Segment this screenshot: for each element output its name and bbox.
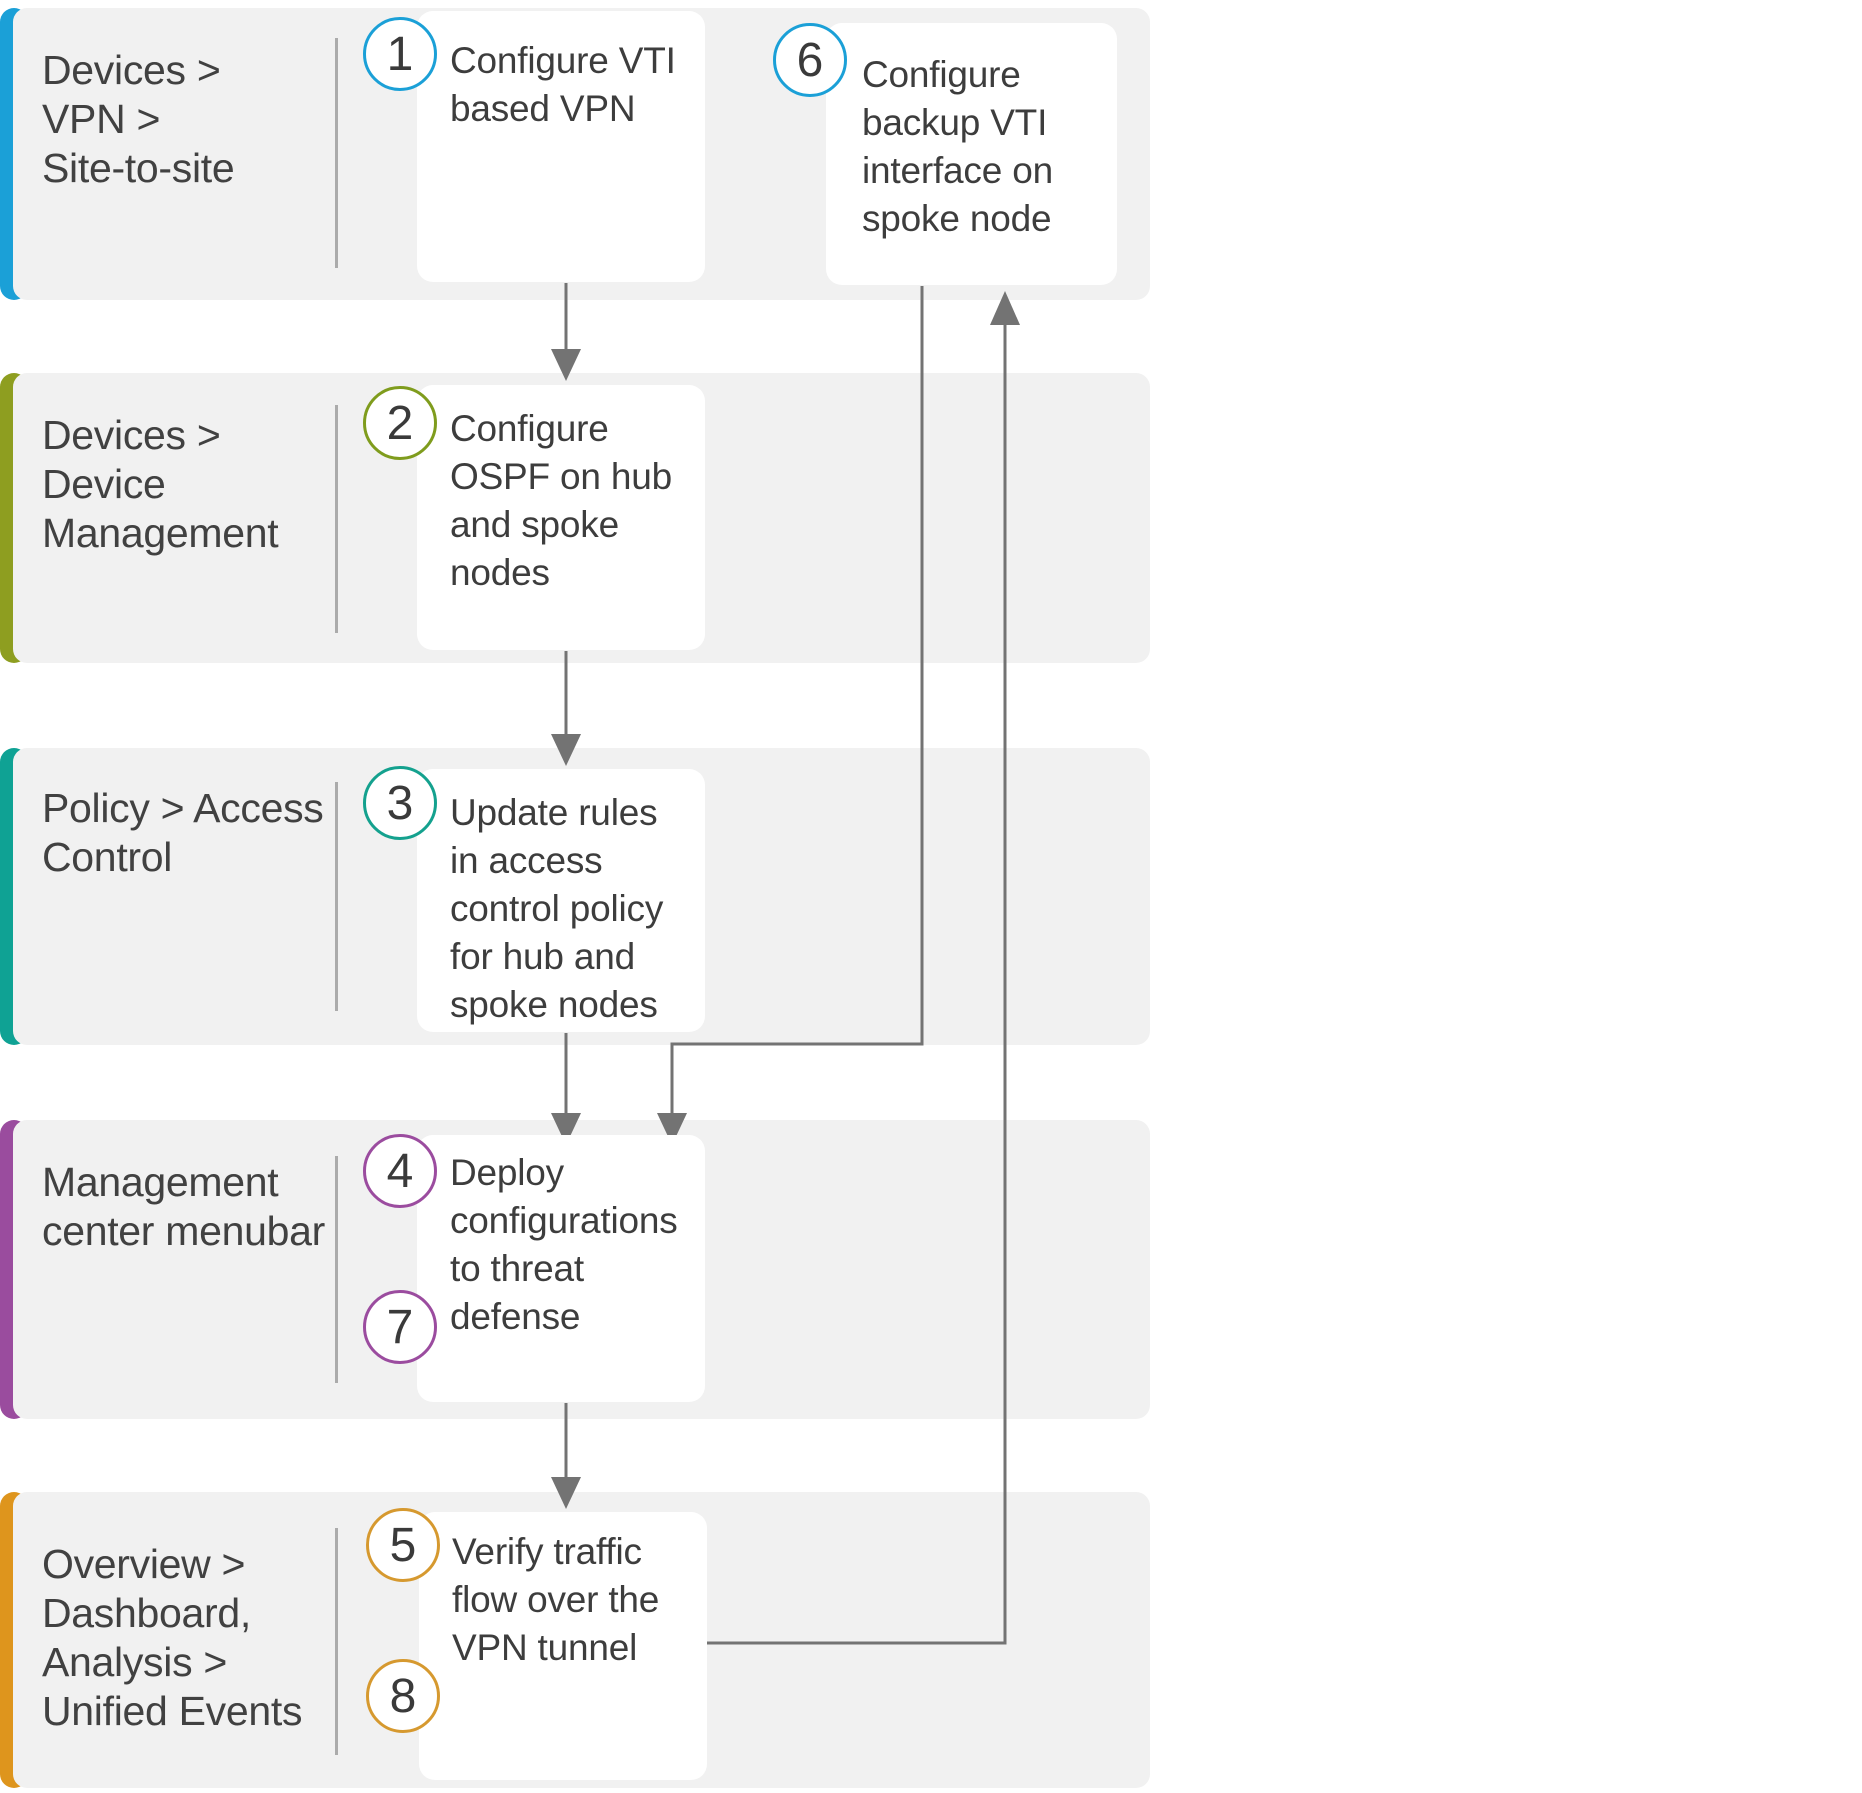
row-4-divider: [335, 1156, 338, 1383]
step-circle-7-number: 7: [386, 1300, 414, 1354]
step-box-1-configure-vti-vpn: Configure VTI based VPN: [417, 11, 705, 282]
step-circle-5-number: 5: [389, 1518, 417, 1572]
step-box-1-text: Configure VTI based VPN: [450, 40, 676, 129]
step-circle-1-number: 1: [386, 27, 414, 81]
arrow-step5-to-step6-return: [706, 325, 1007, 1645]
step-circle-3-number: 3: [386, 776, 414, 830]
row-3-divider: [335, 782, 338, 1011]
row-1-divider: [335, 38, 338, 268]
step-box-4-text: Deploy configurations to threat defense: [450, 1152, 678, 1337]
step-circle-8: 8: [366, 1659, 440, 1733]
step-box-6-configure-backup-vti: Configure backup VTI interface on spoke …: [826, 23, 1117, 285]
arrowhead-down-icon: [551, 1477, 581, 1509]
step-box-6-text: Configure backup VTI interface on spoke …: [862, 54, 1053, 239]
arrowhead-down-icon: [657, 1113, 687, 1145]
step-box-2-configure-ospf: Configure OSPF on hub and spoke nodes: [417, 385, 705, 650]
row-2-divider: [335, 405, 338, 633]
row-4-label: Management center menubar: [42, 1159, 325, 1254]
step-circle-8-number: 8: [389, 1669, 417, 1723]
arrowhead-down-icon: [551, 349, 581, 381]
step-box-3-text: Update rules in access control policy fo…: [450, 792, 664, 1025]
step-circle-3: 3: [363, 766, 437, 840]
step-box-5-verify-traffic: Verify traffic flow over the VPN tunnel: [419, 1512, 707, 1780]
arrowhead-up-icon: [990, 291, 1020, 325]
arrow-lines: [564, 283, 1007, 1645]
step-box-5-text: Verify traffic flow over the VPN tunnel: [452, 1531, 660, 1668]
step-circle-7: 7: [363, 1290, 437, 1364]
arrowhead-down-icon: [551, 734, 581, 766]
step-circle-4: 4: [363, 1134, 437, 1208]
row-5-divider: [335, 1528, 338, 1755]
step-circle-2: 2: [363, 386, 437, 460]
step-circle-6: 6: [773, 23, 847, 97]
arrowhead-down-icon: [551, 1113, 581, 1145]
step-box-2-text: Configure OSPF on hub and spoke nodes: [450, 408, 672, 593]
step-circle-4-number: 4: [386, 1144, 414, 1198]
step-box-4-deploy-configurations: Deploy configurations to threat defense: [417, 1135, 705, 1402]
step-circle-5: 5: [366, 1508, 440, 1582]
step-circle-2-number: 2: [386, 396, 414, 450]
row-3-label: Policy > Access Control: [42, 785, 324, 880]
step-box-3-update-rules: Update rules in access control policy fo…: [417, 769, 705, 1032]
arrow-heads: [551, 291, 1020, 1509]
row-2-label: Devices > Device Management: [42, 412, 279, 556]
row-1-label: Devices > VPN > Site-to-site: [42, 47, 235, 191]
step-circle-6-number: 6: [796, 33, 824, 87]
row-5-label: Overview > Dashboard, Analysis > Unified…: [42, 1541, 303, 1734]
step-circle-1: 1: [363, 17, 437, 91]
arrow-step6-to-step7-elbow: [670, 286, 924, 1113]
